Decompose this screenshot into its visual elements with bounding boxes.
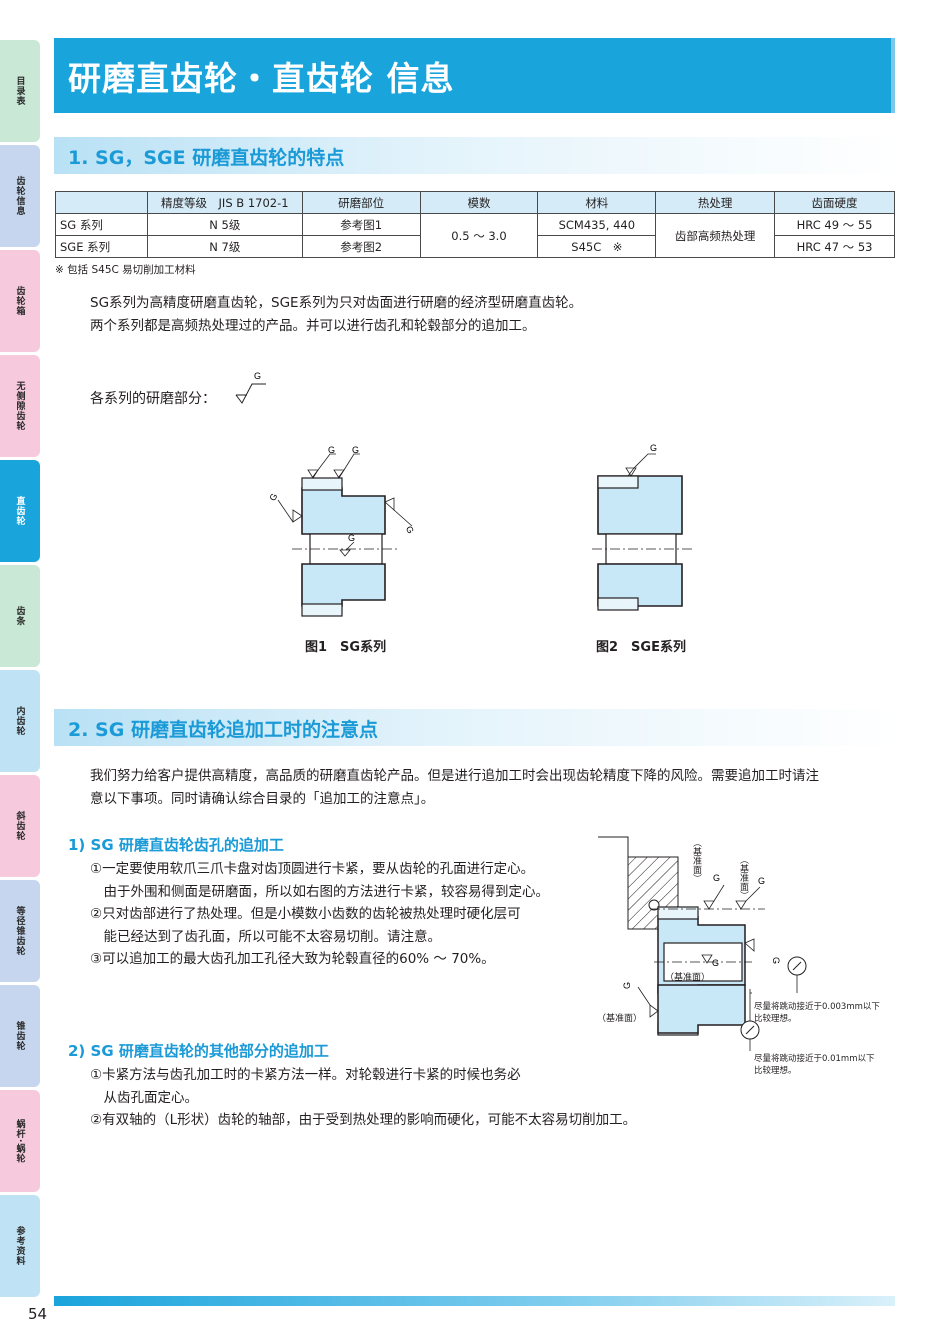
table-header: 热处理 xyxy=(655,191,776,214)
table-header: 研磨部位 xyxy=(301,191,421,214)
side-tab[interactable]: 内齿轮 xyxy=(0,670,40,772)
side-tab[interactable]: 参考资料 xyxy=(0,1195,40,1297)
side-tab-label: 内齿轮 xyxy=(14,706,25,736)
side-tab[interactable]: 无侧隙齿轮 xyxy=(0,355,40,457)
side-tab[interactable]: 斜齿轮 xyxy=(0,775,40,877)
grind-label: 各系列的研磨部分： xyxy=(90,391,216,407)
diagram-g-label: G xyxy=(712,958,719,968)
grade-cell: N 5级 xyxy=(146,213,303,236)
sub2-title: 2) SG 研磨直齿轮的其他部分的追加工 xyxy=(68,1042,329,1060)
table-header-row: 精度等级 JIS B 1702-1 研磨部位 模数 材料 热处理 齿面硬度 xyxy=(55,191,895,214)
section1-para1: SG系列为高精度研磨直齿轮，SGE系列为只对齿面进行研磨的经济型研磨直齿轮。 xyxy=(90,295,583,311)
ref-label-top1: （基准面） xyxy=(691,838,701,883)
list-line: 能已经达到了齿孔面，所以可能不太容易切削。请注意。 xyxy=(90,928,441,945)
side-tab-label: 锥齿轮 xyxy=(14,1021,25,1051)
side-tab[interactable]: 齿轮信息 xyxy=(0,145,40,247)
chuck-diagram: G G G G G xyxy=(598,836,807,1051)
hardness-cell: HRC 49 ～ 55 xyxy=(774,213,895,236)
page-number: 54 xyxy=(28,1305,48,1323)
table-row: SGE 系列 N 7级 参考图2 S45C ※ HRC 47 ～ 53 xyxy=(55,235,895,258)
side-tab[interactable]: 目录表 xyxy=(0,40,40,142)
svg-text:G: G xyxy=(328,445,335,455)
table-header: 精度等级 JIS B 1702-1 xyxy=(146,191,303,214)
runout-note1b: 比较理想。 xyxy=(754,1014,797,1024)
side-tab-label: 斜齿轮 xyxy=(14,811,25,841)
fig1-caption: 图1 SG系列 xyxy=(305,640,387,655)
diagram-g-label: G xyxy=(758,876,765,886)
fig1-gear-section: G G G G G xyxy=(267,445,416,617)
page-header: 研磨直齿轮・直齿轮 信息 xyxy=(54,38,895,113)
series-cell: SGE 系列 xyxy=(55,235,148,258)
side-tab[interactable]: 直齿轮 xyxy=(0,460,40,562)
section2-title: 2. SG 研磨直齿轮追加工时的注意点 xyxy=(68,719,378,741)
side-tab-label: 目录表 xyxy=(14,76,25,106)
diagram-g-label: G xyxy=(622,982,632,989)
grind-symbol-icon: G xyxy=(235,371,266,404)
table-row: SG 系列 N 5级 参考图1 0.5 ～ 3.0 SCM435, 440 齿部… xyxy=(55,213,895,258)
runout-note2b: 比较理想。 xyxy=(754,1066,797,1076)
list-line: ①卡紧方法与齿孔加工时的卡紧方法一样。对轮毂进行卡紧的时候也务必 xyxy=(90,1067,521,1083)
table-header xyxy=(55,191,148,214)
hardness-cell: HRC 47 ～ 53 xyxy=(774,235,895,258)
list-line: ①一定要使用软爪三爪卡盘对齿顶圆进行卡紧，要从齿轮的孔面进行定心。 xyxy=(90,861,535,877)
section2-intro1: 我们努力给客户提供高精度，高品质的研磨直齿轮产品。但是进行追加工时会出现齿轮精度… xyxy=(90,768,819,784)
fig2-gear-section: G xyxy=(592,443,692,611)
module-cell: 0.5 ～ 3.0 xyxy=(419,213,539,258)
grade-cell: N 7级 xyxy=(146,235,303,258)
ref-label-left: （基准面） xyxy=(597,1014,643,1024)
diagram-g-label: G xyxy=(771,957,781,964)
heat-cell: 齿部高频热处理 xyxy=(655,213,776,258)
list-line: ②只对齿部进行了热处理。但是小模数小齿数的齿轮被热处理时硬化层可 xyxy=(90,906,521,922)
svg-text:G: G xyxy=(352,445,359,455)
list-line: ③可以追加工的最大齿孔加工孔径大致为轮毂直径的60% ～ 70%。 xyxy=(90,951,495,967)
side-tab-label: 齿轮信息 xyxy=(14,176,25,216)
part-cell: 参考图1 xyxy=(301,213,421,236)
diagram-g-label: G xyxy=(713,873,720,883)
table-footnote: ※ 包括 S45C 易切削加工材料 xyxy=(55,264,196,276)
spec-table: 精度等级 JIS B 1702-1 研磨部位 模数 材料 热处理 齿面硬度 SG… xyxy=(55,191,895,258)
section2-intro2: 意以下事项。同时请确认综合目录的「追加工的注意点」。 xyxy=(90,791,435,807)
side-tab[interactable]: 蜗杆·蜗轮 xyxy=(0,1090,40,1192)
ref-label-mid: （基准面） xyxy=(665,973,711,983)
svg-text:G: G xyxy=(404,524,416,535)
side-tab-label: 无侧隙齿轮 xyxy=(14,381,25,431)
section2-header: 2. SG 研磨直齿轮追加工时的注意点 xyxy=(54,709,895,746)
sub1-title: 1) SG 研磨直齿轮齿孔的追加工 xyxy=(68,836,284,854)
side-tab[interactable]: 等径锥齿轮 xyxy=(0,880,40,982)
side-tab-label: 齿轮箱 xyxy=(14,286,25,316)
svg-text:G: G xyxy=(348,533,355,543)
svg-text:G: G xyxy=(267,492,279,503)
part-cell: 参考图2 xyxy=(301,235,421,258)
runout-note2a: 尽量将跳动接近于0.01mm以下 xyxy=(754,1054,875,1064)
side-tab[interactable]: 锥齿轮 xyxy=(0,985,40,1087)
section1-title: 1. SG，SGE 研磨直齿轮的特点 xyxy=(68,147,345,169)
fig2-caption: 图2 SGE系列 xyxy=(596,640,686,655)
grind-symbol-letter: G xyxy=(254,371,261,381)
ref-label-top2: （基准面） xyxy=(738,855,748,900)
material-cell: SCM435, 440 xyxy=(537,213,657,236)
list-line: 从齿孔面定心。 xyxy=(90,1089,198,1106)
side-tab[interactable]: 齿条 xyxy=(0,565,40,667)
side-tab-label: 直齿轮 xyxy=(14,496,25,526)
list-line: ②有双轴的（L形状）齿轮的轴部，由于受到热处理的影响而硬化，可能不太容易切削加工… xyxy=(90,1112,637,1128)
material-cell: S45C ※ xyxy=(537,235,657,258)
section1-para2: 两个系列都是高频热处理过的产品。并可以进行齿孔和轮毂部分的追加工。 xyxy=(90,318,536,334)
table-header: 模数 xyxy=(419,191,539,214)
side-tab-label: 等径锥齿轮 xyxy=(14,906,25,956)
list-line: 由于外围和侧面是研磨面，所以如右图的方法进行卡紧，较容易得到定心。 xyxy=(90,883,549,900)
side-tab[interactable]: 齿轮箱 xyxy=(0,250,40,352)
side-tab-label: 蜗杆·蜗轮 xyxy=(14,1118,25,1164)
series-cell: SG 系列 xyxy=(55,213,148,236)
runout-note1a: 尽量将跳动接近于0.003mm以下 xyxy=(754,1002,880,1012)
table-header: 齿面硬度 xyxy=(774,191,895,214)
page-title: 研磨直齿轮・直齿轮 信息 xyxy=(68,59,455,98)
side-tab-label: 齿条 xyxy=(14,606,25,626)
side-tab-label: 参考资料 xyxy=(14,1226,25,1266)
svg-text:G: G xyxy=(650,443,657,453)
table-header: 材料 xyxy=(537,191,657,214)
footer-bar xyxy=(54,1296,895,1306)
section1-header: 1. SG，SGE 研磨直齿轮的特点 xyxy=(54,137,895,174)
